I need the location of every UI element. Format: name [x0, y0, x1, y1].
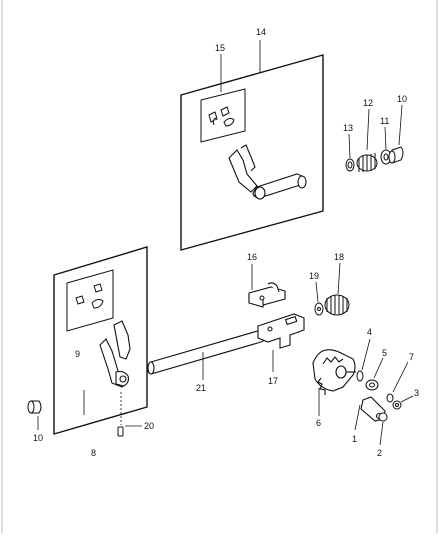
snap-ring-washer	[356, 370, 379, 391]
leader-1	[354, 404, 361, 431]
callout-14: 14	[256, 27, 266, 37]
nut-and-washer	[378, 393, 402, 422]
callout-20: 20	[144, 421, 154, 431]
callout-18: 18	[334, 252, 344, 262]
callout-8: 8	[91, 448, 96, 458]
detent-spring-lower	[314, 294, 350, 316]
callout-16: 16	[247, 252, 257, 262]
detent-parts-upper	[345, 146, 404, 172]
leader-7	[392, 361, 409, 393]
callout-17: 17	[268, 376, 278, 386]
leader-2	[379, 421, 384, 446]
roll-pin	[117, 426, 124, 437]
lower-fork-panel	[53, 246, 148, 435]
callout-10-lower: 10	[33, 433, 43, 443]
callout-4: 4	[367, 327, 372, 337]
leader-4	[361, 338, 371, 371]
shift-lug	[257, 313, 305, 349]
shift-fork-upper	[228, 144, 307, 200]
upper-fork-panel	[180, 40, 324, 251]
callout-19: 19	[309, 271, 319, 281]
bracket	[248, 282, 286, 308]
callout-5: 5	[382, 348, 387, 358]
leader-18	[337, 262, 341, 295]
callout-3: 3	[414, 388, 419, 398]
sector-gear	[312, 349, 356, 395]
callout-labels: 14 15 10 12 11 13 16 18 19 4 5 7 9 17 21…	[33, 27, 419, 458]
callout-15: 15	[215, 43, 225, 53]
shift-fork-lower	[99, 320, 131, 388]
leader-5	[373, 357, 384, 379]
leader-3	[400, 395, 414, 403]
callout-1: 1	[352, 434, 357, 444]
callout-12: 12	[363, 98, 373, 108]
callout-21: 21	[196, 383, 206, 393]
callout-7: 7	[409, 352, 414, 362]
callout-11: 11	[380, 116, 389, 126]
shift-fork-pads-lower	[75, 283, 104, 309]
leader-19	[315, 281, 319, 303]
shift-rail	[146, 329, 267, 375]
callout-10-upper: 10	[397, 94, 407, 104]
callout-13: 13	[343, 123, 353, 133]
callout-6: 6	[316, 418, 321, 428]
shift-fork-pads-upper	[208, 106, 235, 127]
plug-left	[27, 400, 42, 414]
callout-9: 9	[75, 349, 80, 359]
callout-2: 2	[377, 448, 382, 458]
leader-lines-upper-right	[348, 104, 403, 159]
